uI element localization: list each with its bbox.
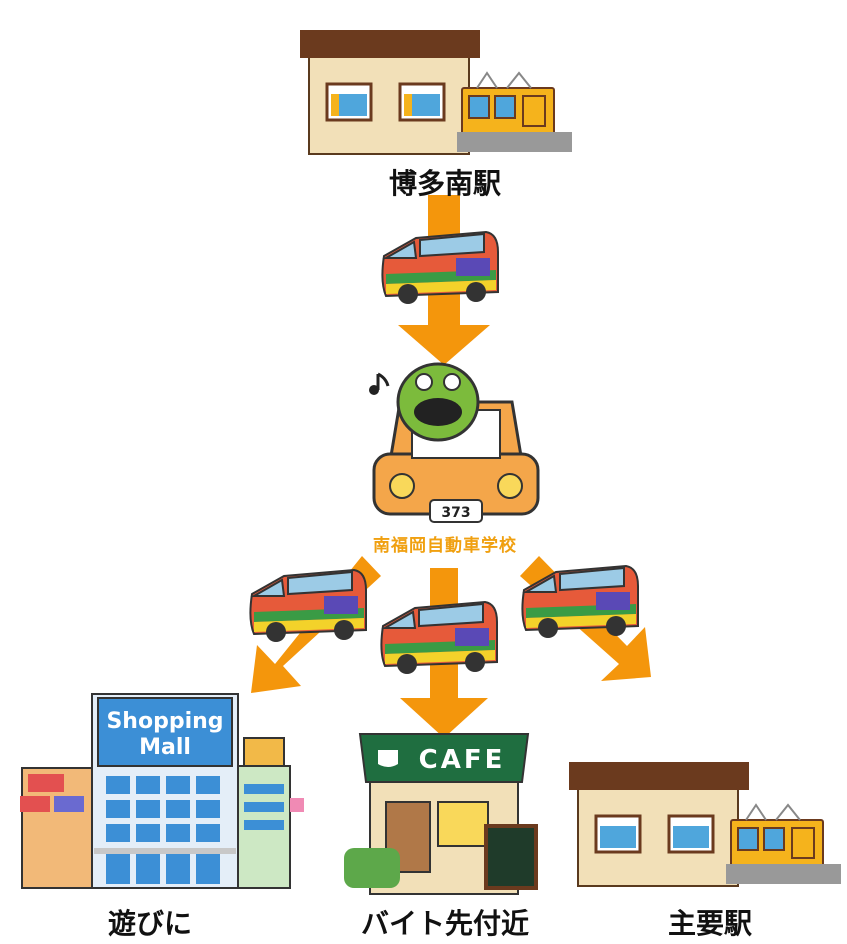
cafe-building: CAFE — [344, 733, 538, 895]
bottom-left-label: 遊びに — [107, 907, 192, 940]
cafe-sign: CAFE — [419, 745, 506, 775]
bottom-center-label: バイト先付近 — [360, 907, 529, 940]
bus-icon-center — [380, 600, 498, 674]
bus-icon-left — [249, 568, 367, 642]
mall-sign-line1: Shopping — [106, 709, 223, 734]
mascot-car-icon: 373 — [369, 362, 540, 523]
bottom-right-label: 主要駅 — [667, 907, 752, 940]
station-building-right — [569, 762, 841, 887]
top-station-label: 博多南駅 — [388, 167, 501, 200]
license-plate: 373 — [441, 505, 470, 521]
bus-icon-right — [521, 564, 639, 638]
bus-icon — [381, 230, 499, 304]
station-building-top — [300, 30, 572, 155]
shopping-mall-building: Shopping Mall — [20, 693, 304, 889]
mall-sign-line2: Mall — [139, 735, 191, 760]
school-label: 南福岡自動車学校 — [373, 536, 517, 556]
